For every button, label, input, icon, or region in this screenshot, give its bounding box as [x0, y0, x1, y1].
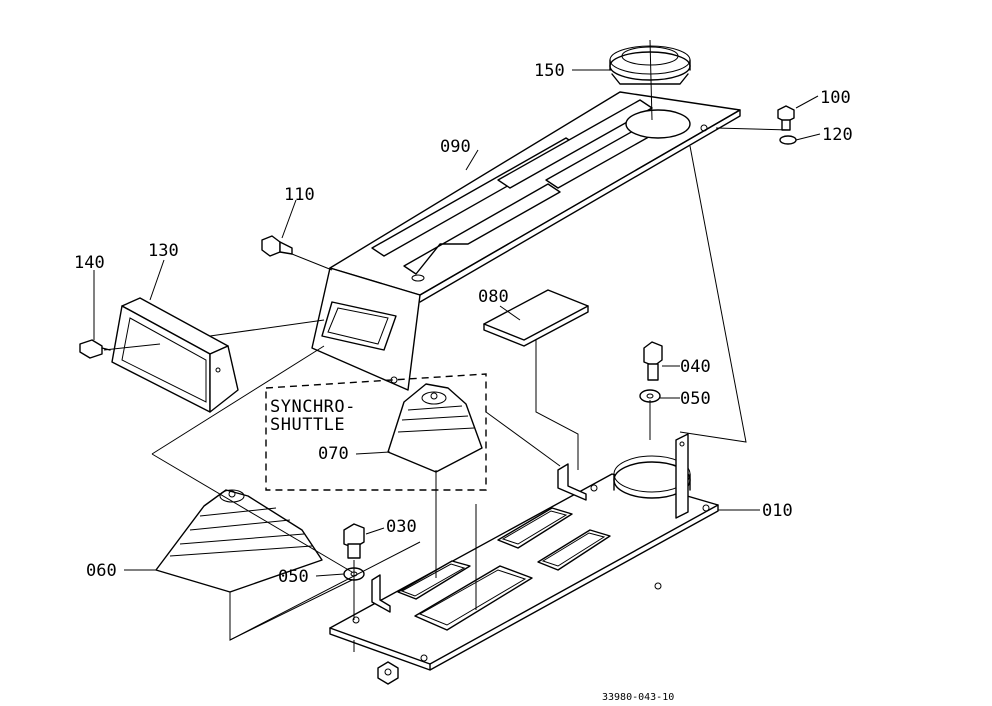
- assembly-lines: [103, 39, 791, 652]
- bolt-030: [343, 523, 365, 559]
- callout-010: 010: [762, 501, 793, 521]
- callout-120: 120: [822, 125, 853, 145]
- cover-bracket-090: [311, 91, 741, 391]
- washer-120: [779, 135, 797, 145]
- callout-labels: 150 100 120 090 110 140 130 080 040 050 …: [74, 61, 853, 587]
- callout-030: 030: [386, 517, 417, 537]
- callout-100: 100: [820, 88, 851, 108]
- synchro-label-line2: SHUTTLE: [270, 415, 345, 435]
- callout-110: 110: [284, 185, 315, 205]
- drawing-reference: 33980-043-10: [602, 692, 674, 703]
- pad-080: [483, 289, 589, 347]
- screw-100: [777, 105, 795, 131]
- callout-050-right: 050: [680, 389, 711, 409]
- callout-150: 150: [534, 61, 565, 81]
- callout-070: 070: [318, 444, 349, 464]
- panel-130: [111, 297, 239, 413]
- callout-050-left: 050: [278, 567, 309, 587]
- bolt-110: [261, 235, 293, 257]
- synchro-label-line1: SYNCHRO-: [270, 397, 356, 417]
- callout-leaders: [93, 69, 821, 577]
- callout-040: 040: [680, 357, 711, 377]
- base-plate-010: [329, 433, 719, 685]
- callout-090: 090: [440, 137, 471, 157]
- callout-140: 140: [74, 253, 105, 273]
- callout-080: 080: [478, 287, 509, 307]
- bolt-040: [643, 341, 663, 381]
- synchro-shuttle-box: SYNCHRO- SHUTTLE: [265, 373, 487, 491]
- screw-140: [79, 339, 111, 359]
- boot-060: [155, 489, 323, 593]
- callout-060: 060: [86, 561, 117, 581]
- boot-070: [387, 383, 483, 473]
- callout-130: 130: [148, 241, 179, 261]
